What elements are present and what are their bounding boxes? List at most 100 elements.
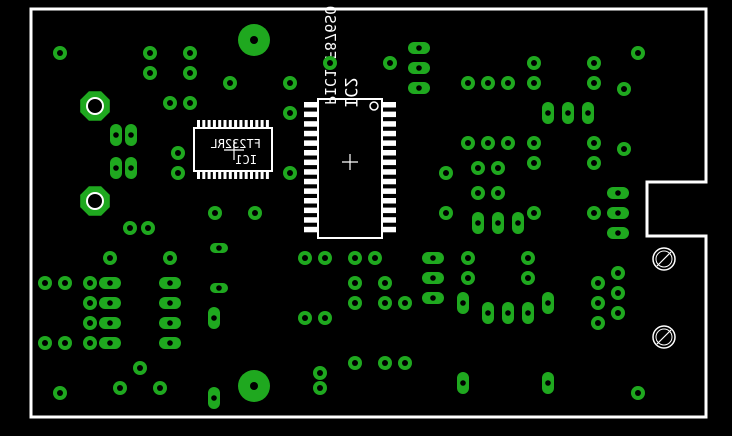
pad-icon — [501, 136, 515, 150]
pad-icon — [408, 82, 430, 94]
pad-icon — [318, 251, 332, 265]
pad-icon — [171, 166, 185, 180]
pad-icon — [153, 381, 167, 395]
pad-icon — [631, 386, 645, 400]
pad-icon — [611, 306, 625, 320]
ic2-pin1-marker — [369, 101, 379, 111]
ic1-name-label: IC1 — [235, 153, 257, 167]
pad-icon — [238, 24, 270, 56]
pad-icon — [99, 277, 121, 289]
pad-icon — [607, 187, 629, 199]
pad-icon — [210, 283, 228, 293]
ic2-origin-cross — [342, 154, 358, 170]
pad-icon — [587, 76, 601, 90]
pad-icon — [591, 316, 605, 330]
pad-icon — [522, 302, 534, 324]
pad-icon — [163, 96, 177, 110]
pad-icon — [501, 76, 515, 90]
pad-icon — [159, 337, 181, 349]
pad-icon — [348, 251, 362, 265]
pad-icon — [471, 186, 485, 200]
pad-icon — [562, 102, 574, 124]
pad-icon — [378, 356, 392, 370]
board-outline — [29, 7, 708, 419]
pad-icon — [123, 221, 137, 235]
pad-icon — [38, 336, 52, 350]
pad-icon — [461, 136, 475, 150]
pad-icon — [521, 271, 535, 285]
pad-icon — [348, 356, 362, 370]
ic2-body-outline — [317, 98, 383, 239]
pad-icon — [461, 271, 475, 285]
pad-icon — [208, 307, 220, 329]
screw-hole-icon — [652, 247, 676, 271]
pad-icon — [527, 136, 541, 150]
pad-icon — [283, 106, 297, 120]
pad-icon — [422, 252, 444, 264]
pad-icon — [631, 46, 645, 60]
ic1-value-label: FT232RL — [210, 137, 261, 151]
pad-icon — [171, 146, 185, 160]
pad-icon — [591, 276, 605, 290]
pad-icon — [159, 277, 181, 289]
pad-icon — [348, 276, 362, 290]
pad-icon — [99, 297, 121, 309]
ic1-pins-bottom — [197, 170, 269, 179]
pad-icon — [617, 142, 631, 156]
pad-icon — [163, 251, 177, 265]
pad-icon — [422, 292, 444, 304]
pad-icon — [83, 296, 97, 310]
pad-icon — [348, 296, 362, 310]
ic2-pins-right — [382, 102, 396, 233]
pad-icon — [492, 212, 504, 234]
pad-icon — [617, 82, 631, 96]
pad-icon — [472, 212, 484, 234]
pad-icon — [527, 56, 541, 70]
pad-icon — [159, 297, 181, 309]
pad-icon — [80, 91, 110, 121]
pad-icon — [587, 156, 601, 170]
pad-icon — [80, 186, 110, 216]
pad-icon — [611, 266, 625, 280]
pad-icon — [471, 161, 485, 175]
pad-icon — [398, 356, 412, 370]
pad-icon — [408, 42, 430, 54]
pad-icon — [378, 276, 392, 290]
screw-hole-icon — [652, 325, 676, 349]
pad-icon — [521, 251, 535, 265]
pad-icon — [439, 206, 453, 220]
ic1-pins-top — [197, 120, 269, 129]
pad-icon — [58, 336, 72, 350]
pad-icon — [457, 292, 469, 314]
pad-icon — [502, 302, 514, 324]
pad-icon — [99, 317, 121, 329]
pad-icon — [110, 157, 122, 179]
pad-icon — [491, 161, 505, 175]
pad-icon — [323, 56, 337, 70]
pad-icon — [83, 276, 97, 290]
pad-icon — [133, 361, 147, 375]
pad-icon — [587, 56, 601, 70]
pad-icon — [607, 227, 629, 239]
pad-icon — [482, 302, 494, 324]
pad-icon — [208, 387, 220, 409]
pad-icon — [408, 62, 430, 74]
pad-icon — [527, 76, 541, 90]
pad-icon — [582, 102, 594, 124]
pad-icon — [512, 212, 524, 234]
ic1-footprint[interactable]: FT232RL IC1 — [193, 120, 273, 179]
pad-icon — [143, 66, 157, 80]
ic1-body-outline — [193, 127, 273, 172]
pad-icon — [143, 46, 157, 60]
pad-icon — [607, 207, 629, 219]
pad-icon — [542, 372, 554, 394]
pad-icon — [141, 221, 155, 235]
ic1-origin-cross — [224, 140, 244, 160]
pad-icon — [83, 316, 97, 330]
ic2-footprint[interactable]: IC2 PIC16F876SO — [304, 6, 396, 239]
pad-icon — [481, 76, 495, 90]
pad-icon — [248, 206, 262, 220]
pad-icon — [587, 136, 601, 150]
pad-icon — [210, 243, 228, 253]
